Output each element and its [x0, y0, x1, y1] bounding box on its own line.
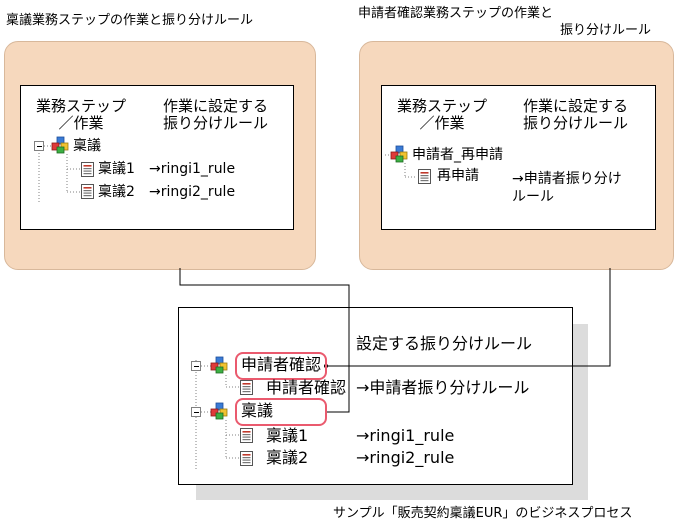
left-task1-document-icon	[81, 162, 94, 177]
bottom-step1-label: 申請者確認	[241, 355, 322, 374]
bottom-title: 設定する振り分けルール	[356, 334, 533, 353]
left-step-label: 稟議	[73, 138, 101, 154]
bottom-step1-highlight	[235, 352, 327, 380]
left-tree-box	[20, 85, 294, 230]
bottom-step2-collapse-toggle-icon[interactable]	[191, 407, 201, 417]
right-header-step: 業務ステップ ／作業	[396, 97, 487, 132]
right-panel-title-line2: 振り分けルール	[560, 23, 652, 38]
left-task2-label: 稟議2	[98, 184, 135, 200]
right-panel-title-line1: 申請者確認業務ステップの作業と	[358, 6, 554, 21]
bottom-step1-cubes-icon	[210, 356, 228, 374]
right-tree-box	[381, 85, 656, 230]
bottom-step1-task-document-icon	[240, 380, 253, 395]
bottom-step1-task-rule: →申請者振り分けルール	[356, 378, 530, 397]
right-header-rule: 作業に設定する 振り分けルール	[522, 97, 628, 132]
bottom-task2-rule: →ringi2_rule	[356, 448, 455, 467]
left-task1-label: 稟議1	[98, 161, 135, 177]
bottom-step1-collapse-toggle-icon[interactable]	[191, 361, 201, 371]
right-task-label: 再申請	[437, 168, 479, 184]
bottom-step2-cubes-icon	[210, 402, 228, 420]
bottom-step1-task-label: 申請者確認	[266, 378, 347, 397]
right-step-cubes-icon	[390, 145, 408, 163]
left-header-step: 業務ステップ ／作業	[35, 97, 126, 132]
left-task2-document-icon	[81, 184, 94, 199]
bottom-task2-document-icon	[240, 451, 253, 466]
bottom-task1-document-icon	[240, 428, 253, 443]
bottom-task1-rule: →ringi1_rule	[356, 426, 455, 445]
bottom-task2-label: 稟議2	[266, 448, 309, 467]
figure-caption: サンプル「販売契約稟議EUR」のビジネスプロセス	[333, 506, 633, 521]
left-header-rule: 作業に設定する 振り分けルール	[162, 97, 268, 132]
left-task2-rule: →ringi2_rule	[149, 184, 236, 200]
bottom-step2-highlight	[235, 398, 327, 426]
left-step-cubes-icon	[51, 136, 69, 154]
right-task-rule-line1: →申請者振り分け	[512, 171, 622, 187]
left-collapse-toggle-icon[interactable]	[34, 141, 44, 151]
right-step-label: 申請者_再申請	[412, 147, 503, 163]
right-task-rule-line2: ルール	[512, 189, 554, 205]
left-task1-rule: →ringi1_rule	[149, 161, 236, 177]
bottom-step2-label: 稟議	[241, 401, 274, 420]
left-panel-title: 稟議業務ステップの作業と振り分けルール	[6, 13, 254, 28]
right-task-document-icon	[418, 169, 431, 184]
bottom-task1-label: 稟議1	[266, 426, 309, 445]
